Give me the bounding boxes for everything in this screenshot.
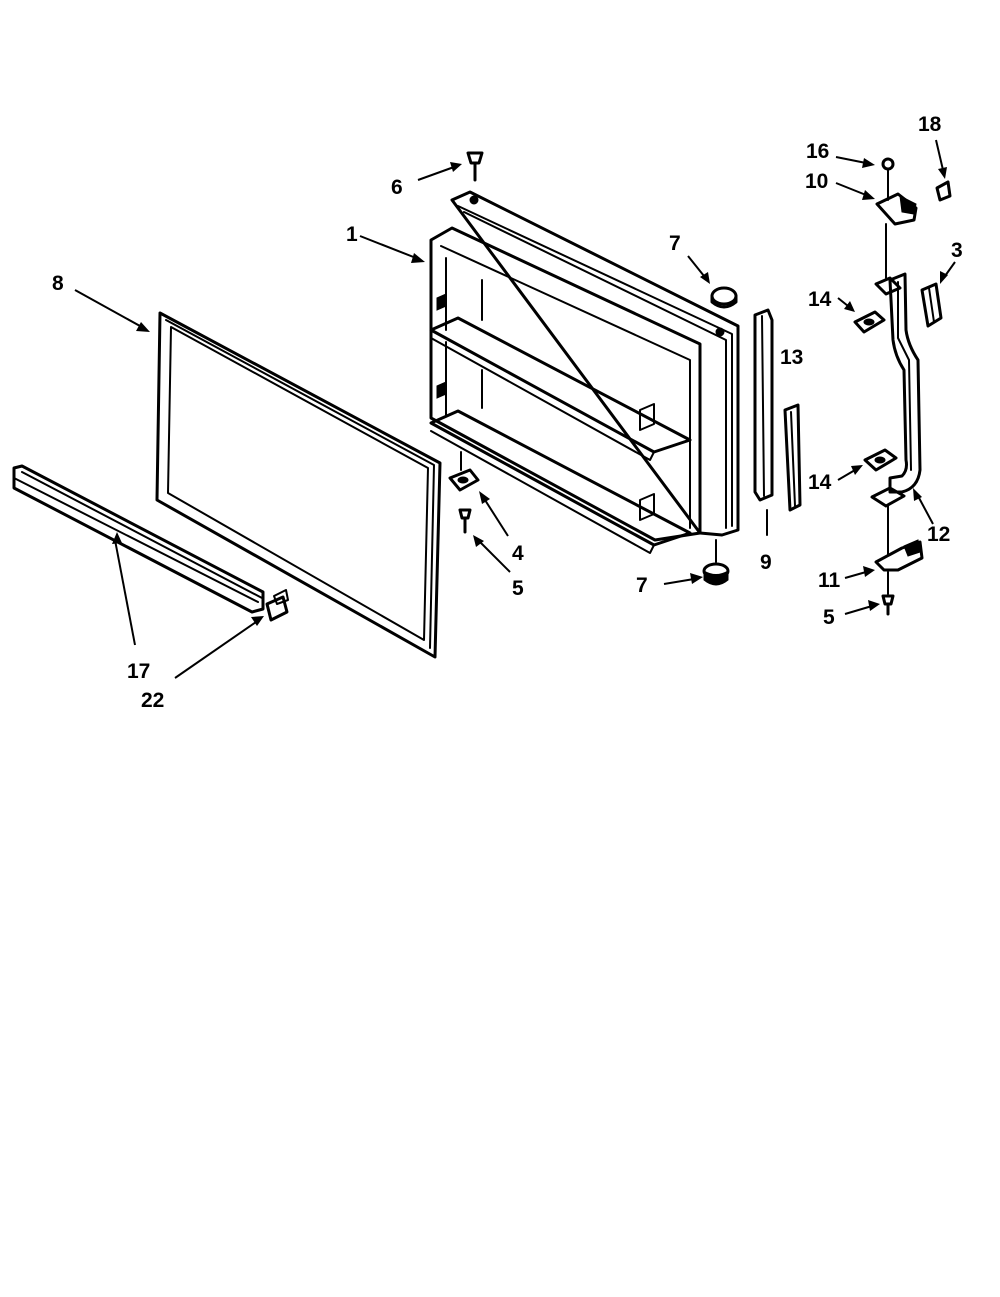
callout-7-bottom: 7 bbox=[636, 574, 648, 597]
part-handle-insert bbox=[783, 403, 802, 512]
part-door-gasket bbox=[155, 311, 442, 659]
part-screw-top bbox=[466, 151, 484, 182]
callout-labels: 1 3 4 5 5 6 7 7 8 9 10 11 12 13 14 14 16… bbox=[52, 113, 963, 712]
part-shim-upper bbox=[853, 310, 886, 334]
leader-lines bbox=[74, 139, 956, 679]
part-screw-middle bbox=[458, 508, 472, 534]
part-upper-bracket bbox=[874, 276, 902, 296]
callout-11: 11 bbox=[818, 569, 841, 592]
part-lower-bracket bbox=[870, 486, 906, 556]
callout-7-top: 7 bbox=[669, 232, 681, 255]
callout-14-lower: 14 bbox=[808, 471, 832, 494]
part-end-cap bbox=[265, 589, 289, 622]
callout-13: 13 bbox=[780, 346, 803, 369]
part-hinge-cover bbox=[920, 282, 943, 328]
part-shim-lower bbox=[863, 448, 898, 472]
part-handle-strip bbox=[753, 308, 774, 536]
callout-3: 3 bbox=[951, 239, 963, 262]
callout-16: 16 bbox=[806, 140, 829, 163]
callout-17: 17 bbox=[127, 660, 150, 683]
part-hinge-pin bbox=[448, 451, 480, 492]
part-hinge-screw bbox=[881, 157, 895, 201]
part-top-hinge bbox=[875, 192, 918, 279]
callout-5-right: 5 bbox=[823, 606, 835, 629]
part-door-liner bbox=[429, 190, 740, 554]
callout-14-upper: 14 bbox=[808, 288, 832, 311]
callout-6: 6 bbox=[391, 176, 403, 199]
part-clip bbox=[935, 180, 952, 202]
part-screw-bottom bbox=[881, 571, 895, 616]
callout-4: 4 bbox=[512, 542, 524, 565]
part-plug-top bbox=[710, 286, 738, 309]
callout-10: 10 bbox=[805, 170, 828, 193]
part-bottom-trim bbox=[12, 464, 265, 614]
callout-5-middle: 5 bbox=[512, 577, 524, 600]
callout-12: 12 bbox=[927, 523, 950, 546]
part-plug-bottom bbox=[702, 539, 730, 586]
part-bottom-hinge bbox=[874, 539, 924, 572]
callout-1: 1 bbox=[346, 223, 358, 246]
callout-22: 22 bbox=[141, 689, 164, 712]
part-handle bbox=[888, 272, 922, 494]
callout-8: 8 bbox=[52, 272, 64, 295]
callout-9: 9 bbox=[760, 551, 772, 574]
callout-18: 18 bbox=[918, 113, 942, 136]
